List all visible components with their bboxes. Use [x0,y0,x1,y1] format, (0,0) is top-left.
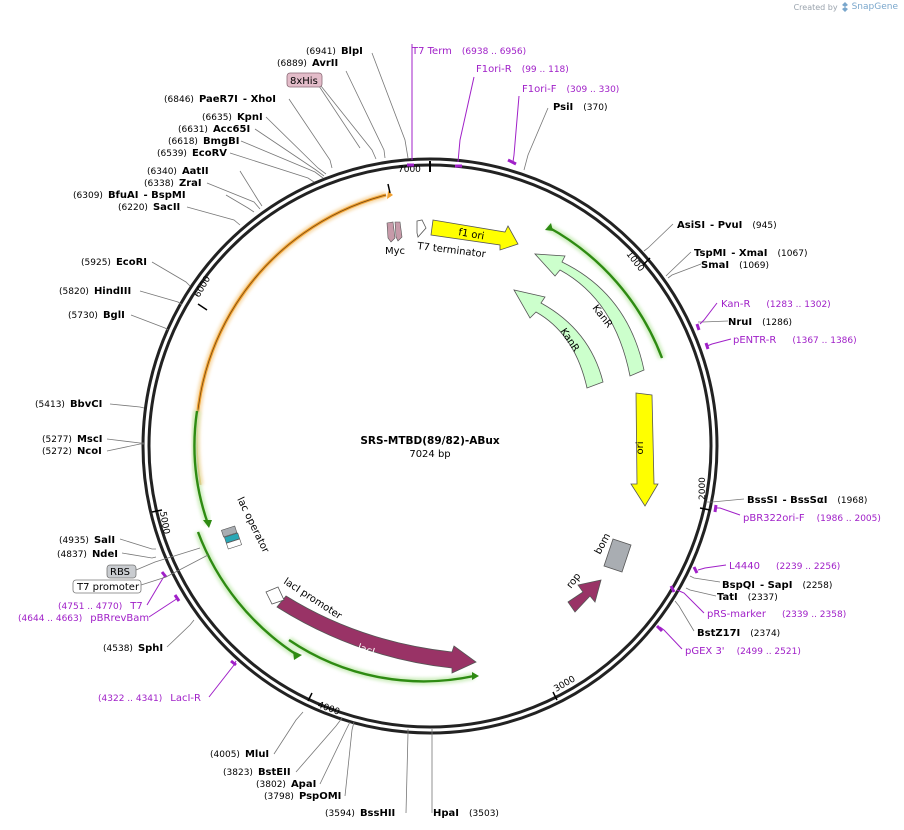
site-bsssi: BssSI- BssSαI(1968) [747,495,867,506]
site-aatii: (6340)AatII [147,166,209,177]
primer-pgex3: pGEX 3'(2499 .. 2521) [685,646,801,657]
feature-t7-terminator [416,219,427,238]
primer-l4440: L4440(2239 .. 2256) [729,561,840,572]
plasmid-name: SRS-MTBD(89/82)-ABux [360,435,500,447]
feature-ori [630,392,659,507]
site-acc65i: (6631)Acc65I [178,124,250,135]
site-bgli: (5730)BglI [68,310,125,321]
site-ndei: (4837)NdeI [57,549,118,560]
tick-5000: 5000 [157,511,171,536]
primer-prs-marker: pRS-marker(2339 .. 2358) [707,609,846,620]
site-leaders [106,52,745,814]
plasmid-length: 7024 bp [409,449,450,460]
tick-7000: 7000 [398,165,421,175]
primer-laci-r: (4322 .. 4341)LacI-R [98,693,201,704]
site-tati: TatI(2337) [717,592,778,603]
primer-f1ori-r: F1ori-R(99 .. 118) [476,64,569,75]
box-label-t7-promoter: T7 promoter [76,582,140,593]
credit-brand: SnapGene [851,2,898,12]
box-t7-promoter [72,579,142,594]
feature-laci-promoter [265,586,285,605]
feature-myc [386,221,403,243]
feature-f1-ori [430,219,519,251]
site-apai: (3802)ApaI [256,779,316,790]
orf-green-lower-glow [194,530,299,658]
site-smai: SmaI(1069) [701,260,769,271]
primer-t7: (4751 .. 4770)T7 [58,601,143,612]
orf-orange-glow [192,191,387,486]
box-label-rbs: RBS [110,567,130,578]
orf-orange-head [387,191,393,199]
site-paer7i-xhoi: (6846)PaeR7I- XhoI [164,94,276,105]
orf-green-top [547,225,664,359]
feature-label-laci: lacI [356,642,376,658]
orf-green-bottom-head [472,672,479,680]
orf-arcs [191,191,666,685]
site-ecorv: (6539)EcoRV [157,148,227,159]
feature-laci [276,595,477,674]
orf-green-top-head [545,223,553,231]
snapgene-logo-icon [841,2,848,12]
site-mlui: (4005)MluI [210,749,269,760]
site-bsteii: (3823)BstEII [223,767,291,778]
site-sali: (4935)SalI [59,535,115,546]
feature-lac-operator [221,525,242,550]
primer-leaders [146,44,741,698]
site-bstz17i: BstZ17I(2374) [697,628,780,639]
site-nrui: NruI(1286) [728,317,792,328]
orf-green-left-head [203,520,212,528]
box-8xhis [286,72,323,88]
feature-bom [603,538,632,573]
feature-label-t7-terminator: T7 terminator [416,241,487,261]
site-labels: (6941)BlpI (6889)AvrII (6846)PaeR7I- Xho… [35,46,867,819]
site-ecori: (5925)EcoRI [81,257,147,268]
site-pspomi: (3798)PspOMI [264,791,341,802]
primer-labels: T7 Term(6938 .. 6956) F1ori-R(99 .. 118)… [18,46,881,704]
site-psii: PsiI(370) [553,102,607,113]
site-blpi: (6941)BlpI [306,46,363,57]
feature-label-ori: ori [635,441,646,454]
feature-kanr-1 [534,253,645,377]
site-asisi-pvui: AsiSI- PvuI(945) [677,220,777,231]
site-sacii: (6220)SacII [118,202,180,213]
primer-t7-term: T7 Term(6938 .. 6956) [411,46,526,57]
box-leaders [135,85,361,586]
feature-label-f1-ori: f1 ori [457,227,485,242]
site-sphi: (4538)SphI [103,643,163,654]
orf-green-left [193,410,210,525]
site-hpai: HpaI(3503) [433,808,499,819]
site-bbvci: (5413)BbvCI [35,399,102,410]
primer-kan-r: Kan-R(1283 .. 1302) [721,299,831,310]
backbone-outer [141,157,719,735]
orf-green-lower [196,531,298,657]
primer-pbr322ori-f: pBR322ori-F(1986 .. 2005) [743,513,881,524]
feature-label-lac-operator: lac operator [234,495,271,555]
primer-pentr-r: pENTR-R(1367 .. 1386) [733,335,857,346]
snapgene-credit: Created by SnapGene [794,2,898,12]
site-bspqi-sapi: BspQI- SapI(2258) [722,580,832,591]
site-bsshii: (3594)BssHII [325,808,395,819]
orf-green-bottom [288,639,475,683]
feature-rop [567,579,602,613]
tick-2000: 2000 [698,477,708,500]
site-ncoi: (5272)NcoI [42,446,102,457]
site-msci: (5277)MscI [42,434,103,445]
site-hindiii: (5820)HindIII [59,286,131,297]
boxed-features: 8xHis RBS T7 promoter [72,72,323,594]
primer-pbrrevbam: (4644 .. 4663)pBRrevBam [18,613,149,624]
primer-f1ori-f: F1ori-F(309 .. 330) [522,84,619,95]
site-bfuai-bspmi: (6309)BfuAI- BspMI [73,190,186,201]
box-label-8xhis: 8xHis [290,76,318,87]
site-tspmi-xmai: TspMI- XmaI(1067) [694,248,807,259]
site-zrai: (6338)ZraI [144,178,202,189]
box-rbs [106,564,137,579]
site-bmgbi: (6618)BmgBI [168,136,239,147]
site-kpni: (6635)KpnI [202,112,263,123]
orf-green-lower-head [293,651,302,660]
feature-kanr-2 [513,289,604,389]
site-avrii: (6889)AvrII [277,58,338,69]
credit-text: Created by [793,2,838,12]
feature-label-myc: Myc [385,246,405,257]
